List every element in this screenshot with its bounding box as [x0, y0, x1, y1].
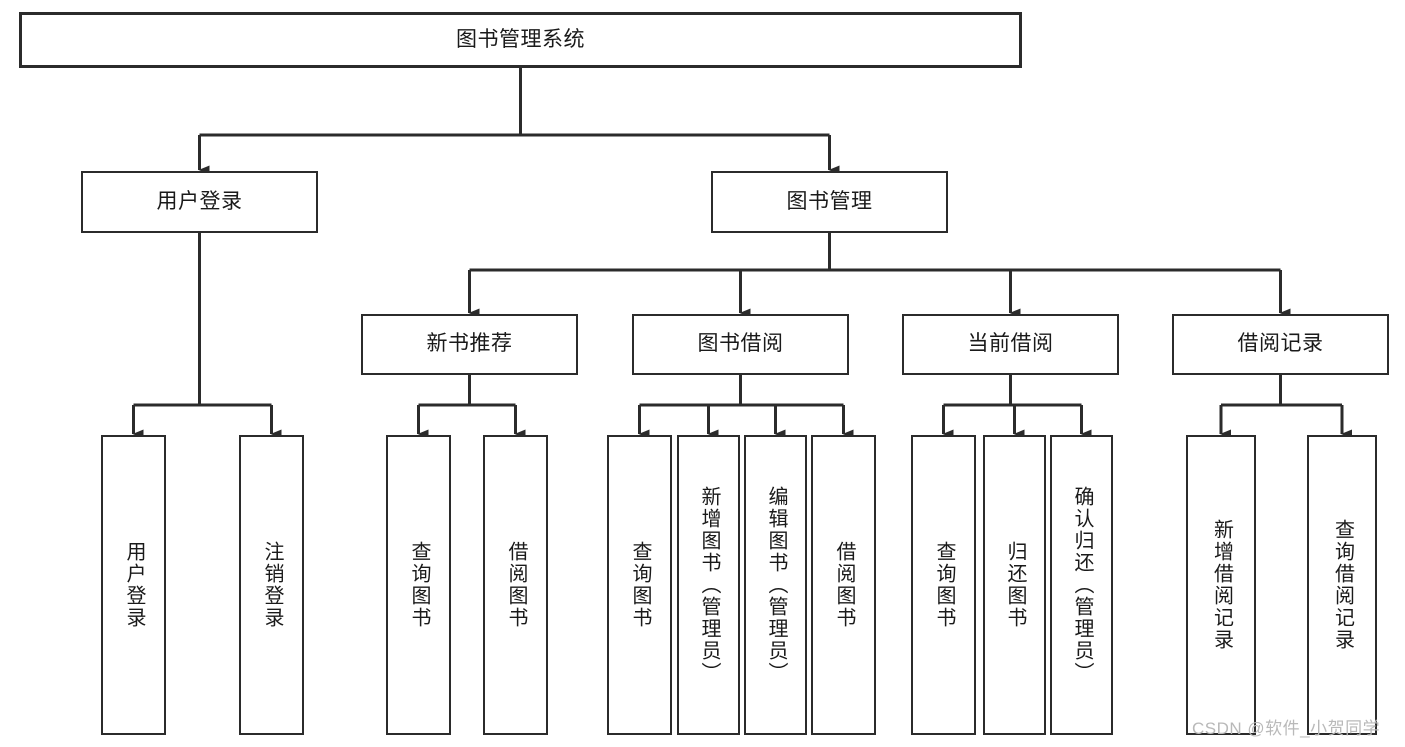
node-leaf-bb-borrow-book[interactable]: 借阅图书	[811, 435, 876, 735]
csdn-watermark: CSDN @软件_小贺同学	[1192, 719, 1381, 738]
node-label: 确认归还（管理员）	[1071, 486, 1093, 684]
node-label: 借阅图书	[505, 541, 527, 629]
node-leaf-rec-borrow-book[interactable]: 借阅图书	[483, 435, 548, 735]
node-label: 编辑图书（管理员）	[765, 486, 787, 684]
node-leaf-cb-return-book[interactable]: 归还图书	[983, 435, 1046, 735]
node-leaf-user-login[interactable]: 用户登录	[101, 435, 166, 735]
node-leaf-br-query-record[interactable]: 查询借阅记录	[1307, 435, 1377, 735]
node-leaf-bb-add-book[interactable]: 新增图书（管理员）	[677, 435, 740, 735]
node-label: 当前借阅	[967, 332, 1054, 356]
node-borrowing-records[interactable]: 借阅记录	[1172, 314, 1389, 375]
node-label: 查询图书	[629, 541, 651, 629]
node-leaf-bb-edit-book[interactable]: 编辑图书（管理员）	[744, 435, 807, 735]
node-label: 查询图书	[933, 541, 955, 629]
node-label: 新增借阅记录	[1210, 519, 1233, 651]
node-new-book-recommendation[interactable]: 新书推荐	[361, 314, 578, 375]
node-book-borrowing[interactable]: 图书借阅	[632, 314, 849, 375]
node-label: 用户登录	[123, 541, 145, 629]
node-leaf-logout[interactable]: 注销登录	[239, 435, 304, 735]
node-label: 借阅图书	[833, 541, 855, 629]
node-label: 查询借阅记录	[1331, 519, 1354, 651]
node-label: 新书推荐	[426, 332, 513, 356]
node-leaf-bb-query-book[interactable]: 查询图书	[607, 435, 672, 735]
node-user-login[interactable]: 用户登录	[81, 171, 318, 233]
node-leaf-br-add-record[interactable]: 新增借阅记录	[1186, 435, 1256, 735]
node-label: 查询图书	[408, 541, 430, 629]
node-root-system[interactable]: 图书管理系统	[19, 12, 1022, 68]
node-book-management[interactable]: 图书管理	[711, 171, 948, 233]
node-label: 注销登录	[261, 541, 283, 629]
node-leaf-cb-confirm-return[interactable]: 确认归还（管理员）	[1050, 435, 1113, 735]
node-label: 图书管理	[786, 189, 873, 213]
node-label: 用户登录	[156, 189, 243, 213]
node-leaf-rec-query-book[interactable]: 查询图书	[386, 435, 451, 735]
node-label: 借阅记录	[1237, 332, 1324, 356]
node-label: 图书管理系统	[456, 27, 585, 51]
node-current-borrowing[interactable]: 当前借阅	[902, 314, 1119, 375]
node-label: 图书借阅	[697, 332, 784, 356]
node-label: 新增图书（管理员）	[698, 486, 720, 684]
node-label: 归还图书	[1004, 541, 1026, 629]
node-leaf-cb-query-book[interactable]: 查询图书	[911, 435, 976, 735]
